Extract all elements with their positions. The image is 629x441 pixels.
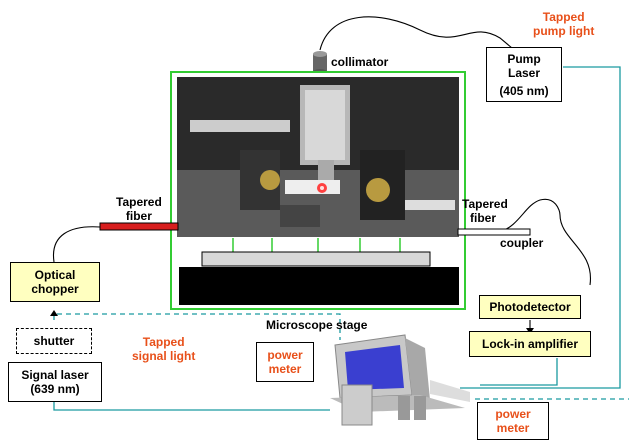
power-meter-2-line1: power xyxy=(495,407,531,421)
microscope-photo xyxy=(177,77,459,237)
pump-laser-line3: (405 nm) xyxy=(499,83,549,98)
tapped-pump-line2: pump light xyxy=(533,24,595,38)
optical-chopper-box: Optical chopper xyxy=(10,262,100,302)
tapped-pump-line1: Tapped xyxy=(542,10,585,24)
power-meter-box-1: power meter xyxy=(256,342,314,382)
power-meter-1-line1: power xyxy=(267,348,303,362)
tapped-signal-label: Tapped signal light xyxy=(132,335,195,363)
stage-plate xyxy=(201,251,431,267)
power-meter-1-line2: meter xyxy=(268,362,302,376)
tapered-fiber-left-label: Tapered fiber xyxy=(116,195,162,223)
lockin-amplifier-text: Lock-in amplifier xyxy=(481,337,579,351)
teal-fiber-lines xyxy=(53,66,621,411)
photodetector-text: Photodetector xyxy=(489,300,571,314)
microscope-stage-label: Microscope stage xyxy=(266,318,368,332)
shutter-text: shutter xyxy=(33,334,75,348)
teal-dashed-lines xyxy=(53,313,629,400)
tapered-fiber-right-bar xyxy=(457,228,531,236)
tapered-fiber-left-line2: fiber xyxy=(125,209,152,223)
optical-chopper-line1: Optical xyxy=(34,268,76,282)
computer-icon xyxy=(330,334,470,426)
lockin-amplifier-box: Lock-in amplifier xyxy=(469,331,591,357)
stage-pins xyxy=(232,238,401,252)
black-fiber-lines xyxy=(52,16,591,330)
optical-chopper-line2: chopper xyxy=(31,282,79,296)
tapped-signal-line2: signal light xyxy=(132,349,196,363)
arrow-head xyxy=(50,310,58,316)
tapered-fiber-right-label: Tapered fiber xyxy=(462,197,508,225)
collimator-label: collimator xyxy=(331,55,389,69)
shutter-box: shutter xyxy=(16,328,92,354)
stage-base xyxy=(179,267,459,305)
power-meter-2-line2: meter xyxy=(496,421,530,435)
tapered-fiber-left-line1: Tapered xyxy=(116,195,162,209)
tapered-fiber-right-line2: fiber xyxy=(470,211,497,225)
pump-laser-line1: Pump xyxy=(507,51,541,66)
tapered-fiber-right-line1: Tapered xyxy=(462,197,508,211)
pump-laser-box: Pump Laser (405 nm) xyxy=(486,47,562,102)
tapped-pump-label: Tapped pump light xyxy=(533,10,594,38)
photodetector-box: Photodetector xyxy=(479,295,581,319)
tapered-fiber-left-bar xyxy=(99,222,179,231)
power-meter-box-2: power meter xyxy=(477,402,549,440)
signal-laser-line1: Signal laser xyxy=(21,368,89,382)
coupler-label: coupler xyxy=(500,236,544,250)
tapped-signal-line1: Tapped xyxy=(142,335,185,349)
pump-laser-line2: Laser xyxy=(507,65,541,80)
signal-laser-box: Signal laser (639 nm) xyxy=(8,362,102,402)
signal-laser-line2: (639 nm) xyxy=(30,382,80,396)
